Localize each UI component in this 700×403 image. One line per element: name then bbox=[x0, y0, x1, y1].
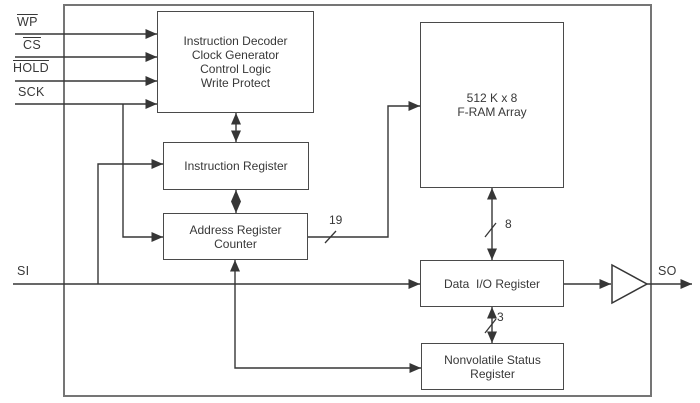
pin-label-hold: HOLD bbox=[13, 61, 49, 75]
block-instruction-decoder: Instruction Decoder Clock Generator Cont… bbox=[157, 11, 314, 113]
block-label: Instruction Decoder bbox=[183, 34, 288, 48]
wire-address-bus bbox=[308, 101, 420, 238]
block-label: Control Logic bbox=[200, 62, 271, 76]
pin-label-cs: CS bbox=[23, 38, 41, 52]
output-buffer-icon bbox=[611, 263, 649, 305]
block-label: Nonvolatile Status bbox=[444, 352, 541, 367]
block-fram-array: 512 K x 8 F-RAM Array bbox=[420, 22, 564, 188]
wire-sck-to-address-register bbox=[122, 104, 163, 242]
bus-slash-3 bbox=[484, 318, 497, 334]
block-nonvolatile-status-register: Nonvolatile Status Register bbox=[421, 343, 564, 390]
bus-slash-8 bbox=[484, 222, 497, 238]
block-label: Clock Generator bbox=[191, 48, 280, 62]
pin-label-wp: WP bbox=[17, 15, 38, 29]
block-label: Write Protect bbox=[200, 76, 271, 90]
chip-boundary bbox=[63, 4, 652, 397]
wire-si-to-status-register bbox=[234, 284, 421, 373]
block-label: Data I/O Register bbox=[443, 276, 541, 291]
block-label: 512 K x 8 bbox=[466, 91, 518, 105]
pin-label-si: SI bbox=[17, 264, 30, 278]
bus-width-address: 19 bbox=[329, 213, 343, 227]
bus-width-status: 3 bbox=[497, 310, 504, 324]
block-label: Counter bbox=[214, 236, 257, 251]
bus-width-data: 8 bbox=[505, 217, 512, 231]
pin-label-sck: SCK bbox=[18, 85, 45, 99]
bus-slash-19 bbox=[324, 230, 337, 244]
block-instruction-register: Instruction Register bbox=[163, 142, 309, 190]
block-data-io-register: Data I/O Register bbox=[420, 260, 564, 307]
block-label: Register bbox=[470, 366, 515, 381]
pin-label-so: SO bbox=[658, 264, 677, 278]
block-address-register-counter: Address Register Counter bbox=[163, 213, 308, 260]
block-label: Address Register bbox=[189, 222, 282, 237]
block-label: F-RAM Array bbox=[457, 105, 527, 119]
wire-si-to-instruction-register bbox=[97, 159, 163, 284]
block-label: Instruction Register bbox=[184, 159, 288, 173]
